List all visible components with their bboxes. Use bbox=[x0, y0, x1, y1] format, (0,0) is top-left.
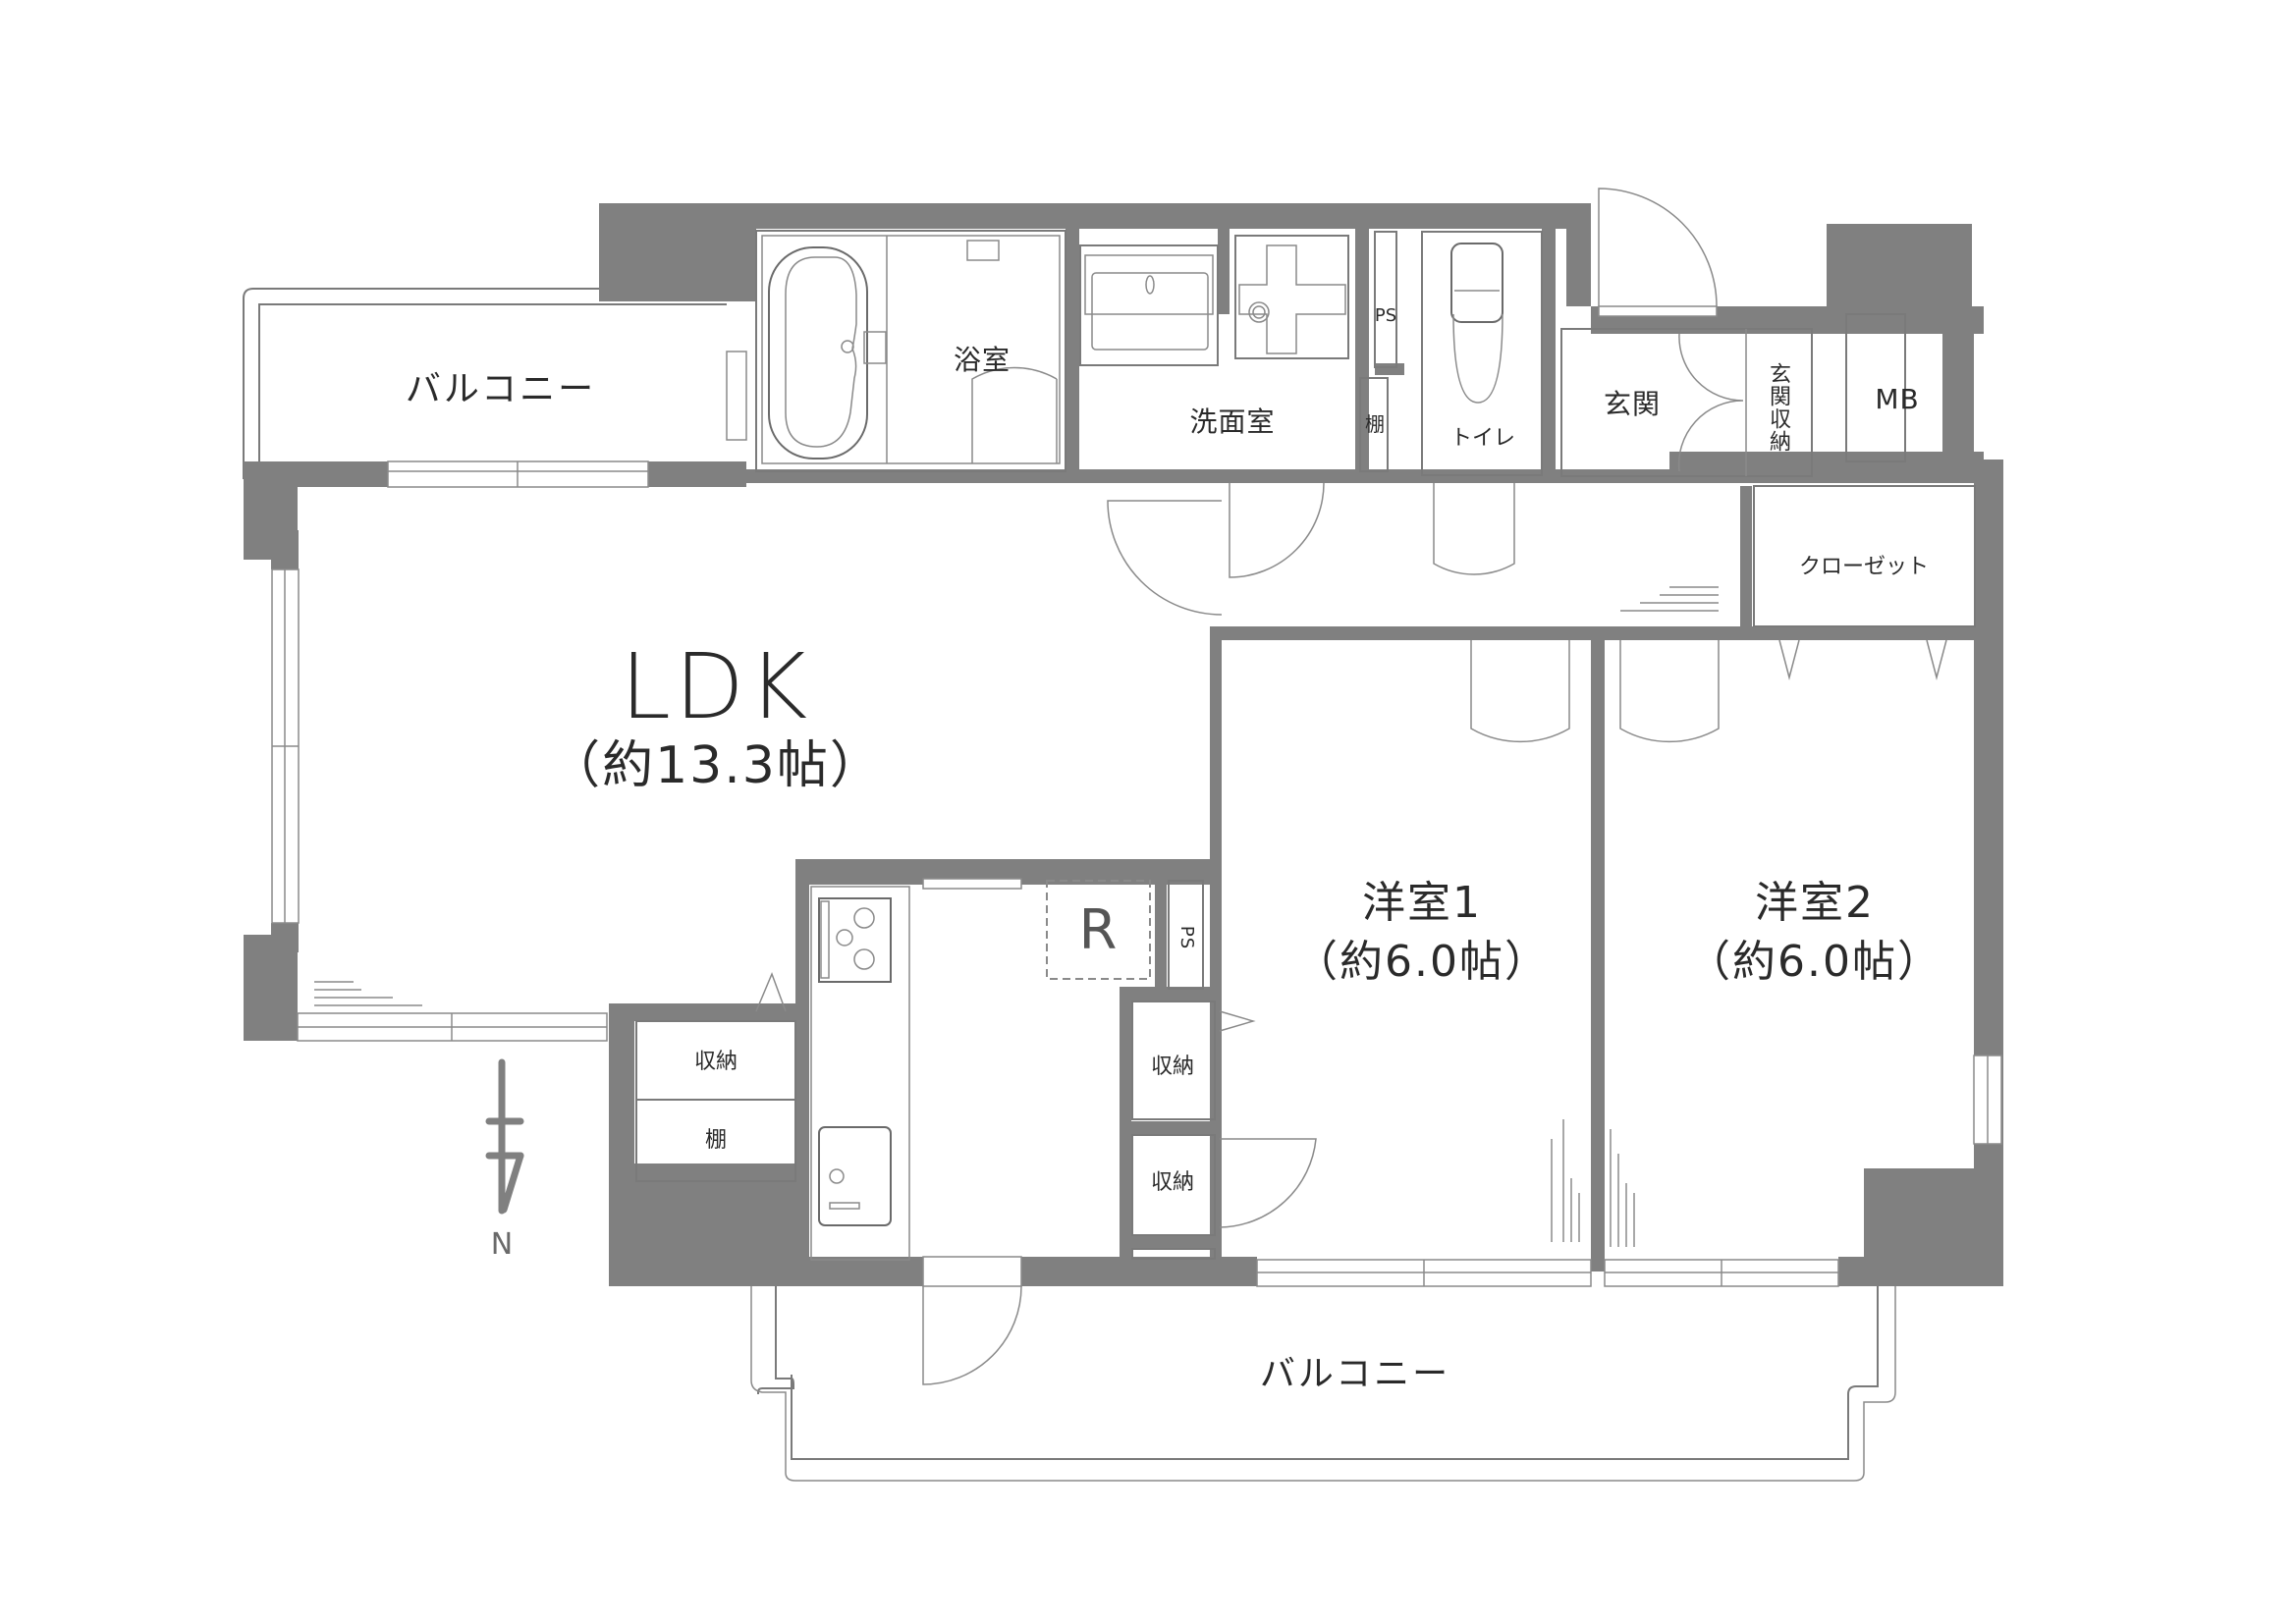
room-label-storage-mid1: 収納 bbox=[1150, 1055, 1195, 1079]
room-label-storage-left: 収納 bbox=[693, 1050, 738, 1074]
washing-machine-pan-icon bbox=[1238, 244, 1346, 354]
balcony-bottom-outline bbox=[750, 1276, 1896, 1482]
room-label-western2: 洋室2 bbox=[1755, 878, 1875, 928]
balcony-top-outline bbox=[243, 288, 727, 479]
room-label-ldk: LDK bbox=[620, 634, 812, 739]
room-label-closet: クローゼット bbox=[1798, 555, 1930, 579]
room-label-toilet: トイレ bbox=[1449, 426, 1516, 451]
room-label-shelf-left: 棚 bbox=[704, 1128, 728, 1153]
room-label-washroom: 洗面室 bbox=[1189, 406, 1276, 438]
room-label-balcony-bottom: バルコニー bbox=[1259, 1354, 1451, 1394]
room-label-ps-kitchen: PS bbox=[1176, 925, 1197, 950]
bathtub-icon bbox=[768, 246, 868, 460]
toilet-icon bbox=[1450, 243, 1503, 404]
refrigerator-label: R bbox=[1078, 898, 1118, 962]
shower-faucet-icon bbox=[863, 240, 1000, 364]
room-outlines bbox=[635, 230, 1976, 1261]
room-label-storage-mid2: 収納 bbox=[1150, 1170, 1195, 1195]
room-label-balcony-top: バルコニー bbox=[405, 369, 597, 409]
room-label-entrance-storage: 玄関収納 bbox=[1766, 362, 1790, 453]
cooktop-icon bbox=[818, 897, 892, 983]
room-size-western2: （約6.0帖） bbox=[1687, 937, 1942, 987]
room-size-ldk: （約13.3帖） bbox=[549, 736, 883, 795]
fixtures bbox=[768, 240, 1503, 1226]
room-label-ps-top: PS bbox=[1374, 305, 1397, 326]
north-arrow-icon bbox=[485, 1058, 524, 1215]
kitchen-sink-icon bbox=[818, 1126, 892, 1226]
wash-basin-icon bbox=[1091, 272, 1209, 351]
room-label-mb: MB bbox=[1875, 383, 1920, 415]
refrigerator-space bbox=[1046, 880, 1151, 980]
compass-label: N bbox=[490, 1227, 514, 1262]
room-label-western1: 洋室1 bbox=[1362, 878, 1482, 928]
room-label-bathroom: 浴室 bbox=[953, 344, 1011, 376]
room-size-western1: （約6.0帖） bbox=[1294, 937, 1550, 987]
room-label-shelf-top: 棚 bbox=[1365, 412, 1385, 436]
windows bbox=[271, 351, 2002, 1287]
room-label-entrance: 玄関 bbox=[1603, 388, 1662, 420]
doors[interactable] bbox=[314, 188, 1947, 1385]
